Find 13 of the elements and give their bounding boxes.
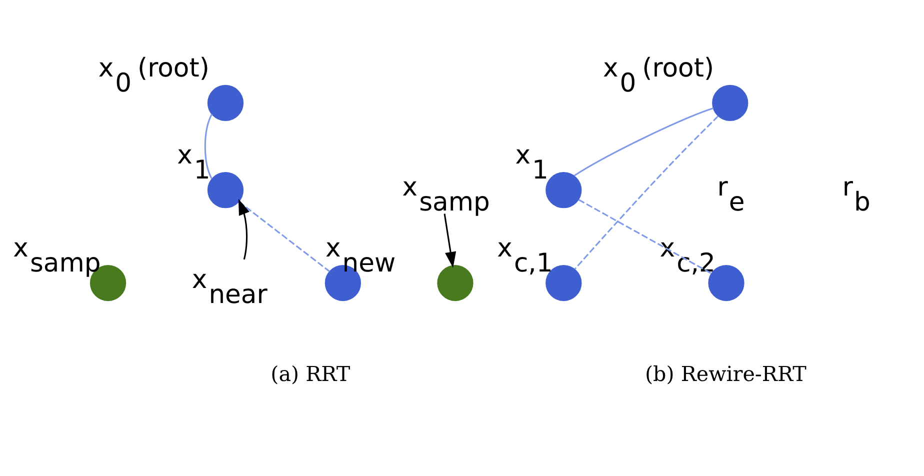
connector — [574, 106, 714, 176]
node-circle — [437, 264, 474, 301]
connector — [578, 198, 712, 274]
label: (a) RRT — [270, 361, 350, 386]
connector — [204, 113, 213, 179]
node-circle — [207, 84, 244, 121]
node-circle — [207, 172, 244, 208]
connector — [574, 115, 719, 270]
arrow — [238, 198, 250, 260]
arrow — [444, 213, 456, 268]
node-circle — [712, 84, 748, 121]
label: (b) Rewire-RRT — [644, 361, 806, 386]
node-circle — [546, 172, 582, 208]
